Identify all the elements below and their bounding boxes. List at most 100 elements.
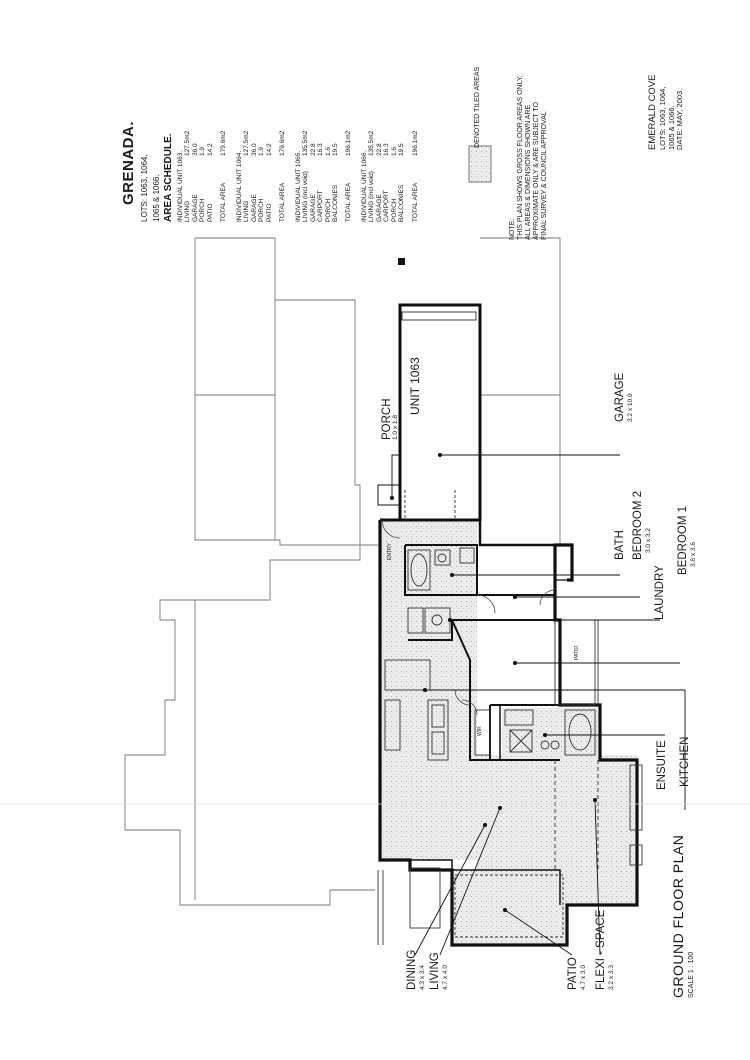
schedule-unit-heading: INDIVIDUAL UNIT 1064. — [235, 150, 243, 222]
bedroom1-label: BEDROOM 1 — [677, 505, 689, 575]
bedroom2-label: BEDROOM 2 — [632, 490, 644, 560]
ensuite-label: ENSUITE — [656, 740, 668, 790]
schedule-row: LIVING 127.5m2 — [243, 131, 250, 222]
schedule-row-label: GARAGE — [250, 194, 258, 222]
schedule-row-value: 19.5 — [331, 143, 339, 156]
schedule-row-label: LIVING — [184, 200, 192, 222]
schedule-row: LIVING 127.5m2 — [184, 131, 191, 222]
schedule-row-label: LIVING — [243, 200, 251, 222]
schedule-unit-heading: INDIVIDUAL UNIT 1063. — [177, 150, 184, 222]
schedule-row-value: 127.5m2 — [243, 130, 251, 156]
schedule-unit: INDIVIDUAL UNIT 1065.LIVING (incl void) 1… — [295, 131, 353, 222]
note-heading: NOTE: — [509, 218, 516, 240]
project-lots-1: LOTS: 1063, 1064, — [140, 154, 149, 222]
schedule-row: CARPORT 16.3 — [317, 131, 324, 222]
schedule-row-value: 14.2 — [206, 143, 214, 156]
entry-label: ENTRY — [387, 543, 393, 560]
schedule-row-value: 16.3 — [317, 143, 325, 156]
schedule-row-label: GARAGE — [375, 194, 383, 222]
leader-lines — [389, 452, 686, 956]
schedule-row-value: 22.8 — [375, 143, 383, 156]
schedule-unit-heading: INDIVIDUAL UNIT 1065. — [294, 150, 302, 222]
schedule-row-value: 14.2 — [265, 143, 273, 156]
flexi-space-dim: 3.2 x 3.3 — [608, 965, 615, 990]
schedule-row: PORCH 1.9 — [199, 131, 206, 222]
note-line: FINAL SURVEY & COUNCIL APPROVAL — [541, 111, 549, 240]
schedule-unit: INDIVIDUAL UNIT 1066.LIVING (incl void) 1… — [361, 131, 419, 222]
schedule-row-value: 135.5m2 — [302, 130, 310, 156]
schedule-row-label: BALCONIES — [398, 184, 406, 222]
laundry-label: LAUNDRY — [654, 565, 666, 620]
schedule-row-label: GARAGE — [309, 194, 317, 222]
schedule-row-label: BALCONIES — [331, 184, 339, 222]
plan-note: NOTE: THIS PLAN SHOWS GROSS FLOOR AREAS … — [509, 75, 549, 240]
bedroom1-dim: 3.6 x 3.6 — [690, 542, 697, 567]
schedule-row-value: 36.0 — [191, 143, 199, 156]
project-title: GRENADA. — [120, 120, 137, 205]
project-lots-2: 1065 & 1066. — [152, 174, 161, 222]
patio-label: PATIO — [567, 957, 579, 990]
garage-dim: 3.2 x 10.0 — [627, 393, 634, 422]
door-swings — [381, 519, 556, 716]
schedule-row-label: LIVING (incl void) — [368, 171, 376, 222]
legend-label: DENOTED TILED AREAS — [474, 66, 481, 148]
schedule-total-label: TOTAL AREA — [345, 182, 353, 222]
schedule-total-row: TOTAL AREA 179.6m2 — [279, 131, 286, 222]
schedule-total-value: 196.1m2 — [411, 130, 419, 156]
schedule-total-label: TOTAL AREA — [279, 182, 287, 222]
schedule-row-label: PORCH — [199, 198, 207, 222]
schedule-row-value: 1.9 — [199, 146, 207, 156]
schedule-row: GARAGE 22.8 — [310, 131, 317, 222]
bedroom2-dim: 3.0 x 3.2 — [645, 528, 652, 553]
schedule-row-value: 135.5m2 — [368, 130, 376, 156]
living-label: LIVING — [429, 952, 441, 990]
porch-dim: 1.0 x 1.8 — [392, 415, 399, 440]
tiled-area-legend-swatch — [468, 145, 492, 183]
schedule-row-label: PORCH — [324, 198, 332, 222]
neighbour-outlines — [124, 237, 561, 906]
schedule-row-value: 16.3 — [383, 143, 391, 156]
schedule-row: BALCONIES 19.5 — [332, 131, 339, 222]
schedule-row-label: PATIO — [265, 203, 273, 222]
schedule-row-value: 22.8 — [309, 143, 317, 156]
schedule-total-label: TOTAL AREA — [220, 182, 228, 222]
note-line: THIS PLAN SHOWS GROSS FLOOR AREAS ONLY. — [517, 75, 525, 240]
dining-label: DINING — [406, 949, 418, 990]
flexi-space-label: FLEXI - SPACE — [595, 909, 607, 990]
bath-label: BATH — [614, 530, 626, 560]
inner-patio-label: PATIO — [574, 645, 580, 660]
schedule-row-label: CARPORT — [317, 190, 325, 222]
plan-title: GROUND FLOOR PLAN — [670, 834, 686, 998]
schedule-row-label: LIVING (incl void) — [302, 171, 310, 222]
schedule-total-value: 179.6m2 — [279, 130, 287, 156]
living-dim: 4.7 x 4.0 — [442, 965, 449, 990]
estate-block: EMERALD COVE LOTS: 1063, 1064, 1065 & 10… — [647, 75, 685, 151]
marker-square — [398, 258, 405, 265]
schedule-row-label: GARAGE — [191, 194, 199, 222]
estate-date: DATE: MAY, 2003. — [675, 88, 685, 150]
schedule-row: GARAGE 22.8 — [376, 131, 383, 222]
schedule-total-label: TOTAL AREA — [411, 182, 419, 222]
patio-dim: 4.7 x 3.0 — [580, 965, 587, 990]
fixtures — [377, 547, 643, 945]
schedule-row: GARAGE 36.0 — [192, 131, 199, 222]
schedule-row-label: CARPORT — [383, 190, 391, 222]
schedule-row: GARAGE 36.0 — [251, 131, 258, 222]
schedule-row-label: PORCH — [258, 198, 266, 222]
wir-label: WIR — [477, 726, 483, 736]
kitchen-label: KITCHEN — [679, 736, 691, 787]
note-line: ALL AREAS & DIMENSIONS SHOWN ARE — [525, 104, 533, 240]
schedule-row: CARPORT 16.3 — [383, 131, 390, 222]
schedule-row-value: 127.5m2 — [184, 130, 192, 156]
schedule-row-value: 36.0 — [250, 143, 258, 156]
schedule-unit-heading: INDIVIDUAL UNIT 1066. — [360, 150, 368, 222]
